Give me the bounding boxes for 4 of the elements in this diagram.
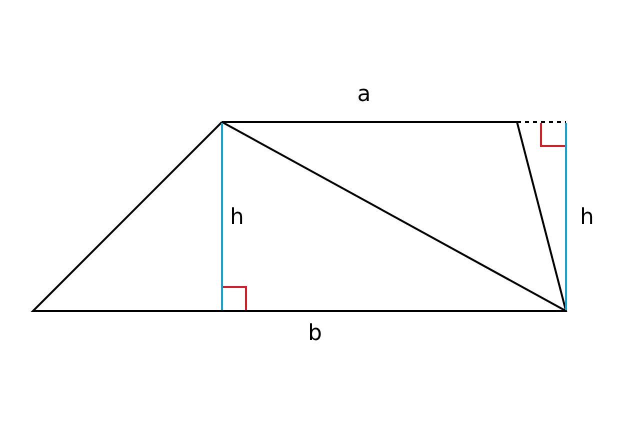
- dimension-label: h: [580, 207, 594, 229]
- dimension-label: b: [308, 323, 322, 345]
- dimension-label: a: [357, 84, 371, 106]
- dimension-label: h: [230, 207, 244, 229]
